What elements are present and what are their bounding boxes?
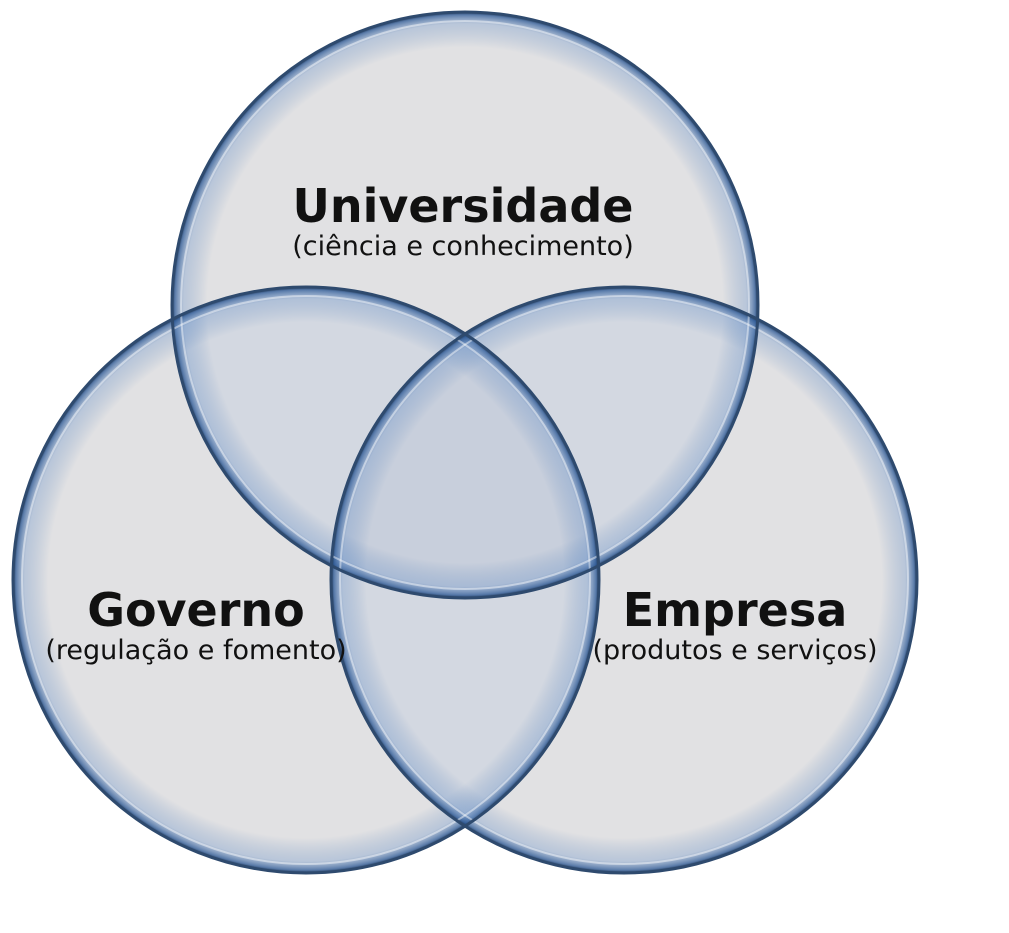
outline-empresa — [329, 285, 919, 875]
outline-governo — [11, 285, 601, 875]
label-universidade: Universidade (ciência e conhecimento) — [292, 180, 633, 262]
label-empresa: Empresa (produtos e serviços) — [592, 584, 877, 666]
governo-title: Governo — [87, 583, 305, 637]
empresa-title: Empresa — [622, 583, 848, 637]
universidade-title: Universidade — [292, 179, 634, 233]
empresa-subtitle: (produtos e serviços) — [592, 635, 878, 666]
governo-subtitle: (regulação e fomento) — [45, 635, 347, 666]
universidade-subtitle: (ciência e conhecimento) — [292, 231, 634, 262]
rim-glow-empresa — [331, 287, 917, 873]
label-governo: Governo (regulação e fomento) — [45, 584, 346, 666]
outline-universidade — [170, 10, 760, 600]
